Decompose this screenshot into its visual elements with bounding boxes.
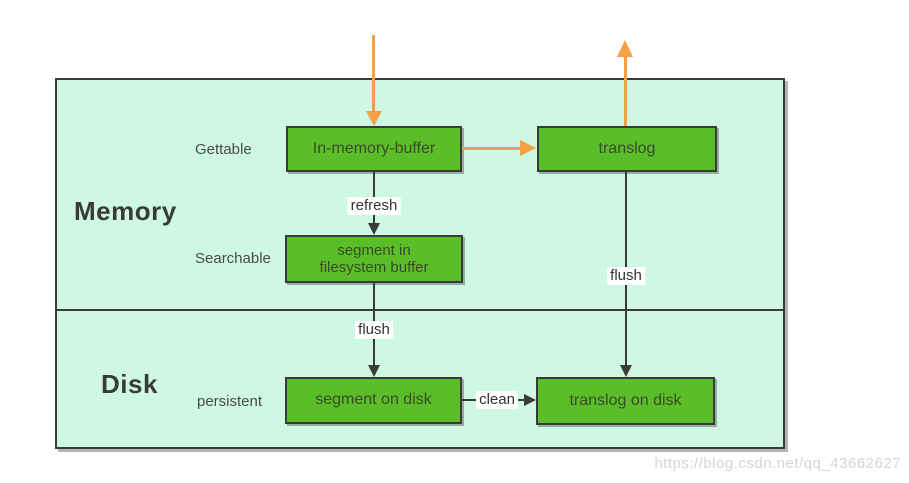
searchable-label: Searchable bbox=[195, 250, 271, 267]
node-translog-on-disk: translog on disk bbox=[536, 377, 715, 425]
node-in-memory-buffer: In-memory-buffer bbox=[286, 126, 462, 172]
persistent-label: persistent bbox=[197, 393, 263, 410]
node-translog: translog bbox=[537, 126, 717, 172]
clean-edge-label: clean bbox=[476, 391, 518, 409]
flush-translog-arrowhead-icon bbox=[620, 365, 632, 377]
node-segment-in-filesystem-buffer-label: segment in filesystem buffer bbox=[319, 241, 429, 276]
node-translog-label: translog bbox=[598, 139, 656, 157]
node-segment-in-filesystem-buffer: segment in filesystem buffer bbox=[285, 235, 463, 283]
memory-section-label: Memory bbox=[74, 196, 177, 226]
node-segment-on-disk-label: segment on disk bbox=[315, 391, 432, 409]
disk-section-label: Disk bbox=[101, 369, 158, 399]
translog-outbound-orange-arrowhead-icon bbox=[617, 40, 633, 57]
memory-disk-divider bbox=[55, 309, 785, 311]
node-in-memory-buffer-label: In-memory-buffer bbox=[312, 139, 436, 157]
flush-translog-edge-label: flush bbox=[607, 267, 645, 285]
gettable-label: Gettable bbox=[195, 141, 252, 158]
flush-segment-arrowhead-icon bbox=[368, 365, 380, 377]
inbound-orange-arrow-line bbox=[372, 35, 375, 113]
node-segment-on-disk: segment on disk bbox=[285, 377, 462, 424]
buffer-to-translog-orange-arrowhead-icon bbox=[520, 140, 536, 156]
refresh-arrowhead-icon bbox=[368, 223, 380, 235]
inbound-orange-arrowhead-icon bbox=[366, 111, 382, 126]
translog-outbound-orange-arrow-line bbox=[624, 56, 627, 126]
buffer-to-translog-orange-arrow-line bbox=[462, 147, 521, 150]
node-translog-on-disk-label: translog on disk bbox=[569, 391, 682, 409]
flush-segment-edge-label: flush bbox=[355, 321, 393, 339]
clean-arrowhead-icon bbox=[524, 394, 536, 406]
refresh-edge-label: refresh bbox=[347, 197, 401, 215]
csdn-watermark: https://blog.csdn.net/qq_43662627 bbox=[654, 455, 901, 472]
